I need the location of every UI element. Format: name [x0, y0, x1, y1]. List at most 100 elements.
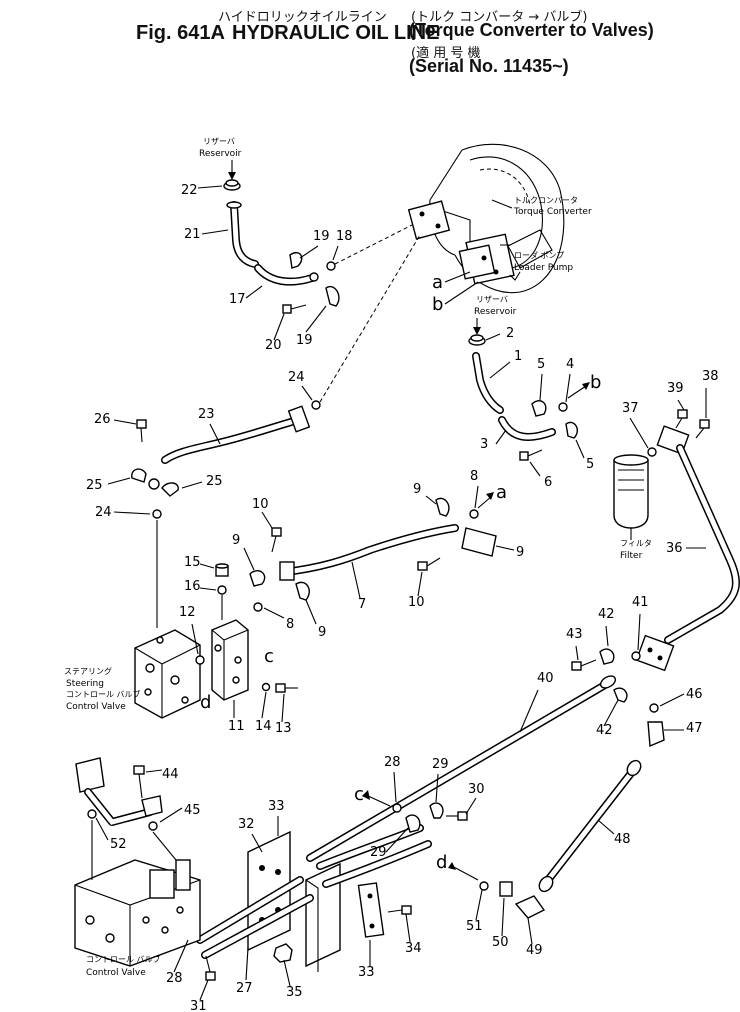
oring-24-upper	[311, 400, 321, 410]
torque-converter-label-en: Torque Converter	[513, 207, 592, 217]
part-callout-44: 44	[162, 767, 179, 782]
part-callout-29: 29	[370, 845, 387, 860]
route-jp: (トルク コンバータ → バルブ)	[411, 10, 588, 25]
leader-line-28-61	[173, 939, 189, 973]
pipe-23	[161, 405, 311, 464]
connection-a-top: a	[432, 272, 443, 293]
clamp-42-lower	[613, 687, 628, 703]
oring-46	[649, 703, 659, 713]
leader-line-35-63	[283, 959, 291, 987]
leader-line-16-28	[199, 587, 217, 591]
part-callout-42: 42	[598, 607, 615, 622]
leader-line-10-26	[417, 571, 423, 597]
part-callout-20: 20	[265, 338, 282, 353]
part-callout-51: 51	[466, 919, 483, 934]
leader-line-23-15	[209, 423, 221, 445]
leader-line-43-39	[575, 645, 579, 661]
leader-line-19-2	[299, 245, 319, 259]
leader-line-50-57	[501, 897, 505, 937]
leader-line-5-9	[539, 373, 543, 401]
steering-control-label-en: Control Valve	[66, 702, 126, 712]
pipe-36	[664, 444, 740, 644]
elbow-47	[647, 721, 665, 748]
leader-line-45-54	[159, 807, 183, 823]
leader-line-12-29	[191, 623, 199, 655]
leader-line-29-50	[385, 827, 409, 853]
part-callout-6: 6	[544, 475, 552, 490]
leader-line-41-41	[637, 613, 641, 651]
connection-d-right: d	[436, 852, 447, 873]
part-callout-29: 29	[432, 757, 449, 772]
leader-line-9-22	[425, 495, 437, 505]
serial-jp: (適 用 号 機	[411, 46, 481, 61]
part-callout-39: 39	[667, 381, 684, 396]
clamp-29-b	[405, 814, 421, 833]
part-callout-25: 25	[86, 478, 103, 493]
control-valve-label-en: Control Valve	[86, 968, 146, 978]
leader-line-22-0	[197, 185, 223, 189]
part-callout-9: 9	[413, 482, 421, 497]
elbow-49	[514, 895, 546, 919]
loader-pump-label-jp: ローダ ポンプ	[514, 250, 564, 260]
route-en: (Torque Converter to Valves)	[409, 20, 654, 40]
clamp-9-left	[249, 570, 266, 587]
oring-41	[631, 651, 641, 661]
part-callout-33: 33	[268, 799, 285, 814]
figure-number: Fig. 641A	[136, 22, 225, 44]
loader-pump-label-en: Loader Pump	[514, 263, 573, 273]
reservoir-label-jp-right: リザーバ	[476, 295, 508, 304]
bolt-31	[205, 955, 216, 981]
leader-line-51-56	[475, 889, 483, 921]
part-callout-5: 5	[537, 357, 545, 372]
leader-line-17-4	[245, 285, 263, 299]
leader-line-15-27	[199, 563, 215, 569]
bolt-44	[133, 765, 145, 799]
part-callout-43: 43	[566, 627, 583, 642]
hose-21	[226, 201, 259, 268]
serial-en: (Serial No. 11435~)	[409, 56, 569, 76]
reservoir-label-en-right: Reservoir	[474, 307, 517, 317]
part-callout-8: 8	[286, 617, 294, 632]
clamp-19-lower	[325, 285, 340, 307]
leader-line-29-48	[435, 773, 439, 803]
bolt-34	[387, 905, 412, 915]
part-callout-36: 36	[666, 541, 683, 556]
leader-line-31-64	[199, 979, 209, 1001]
part-callout-13: 13	[275, 721, 292, 736]
pipe-27	[196, 876, 314, 959]
clamp-29-a	[429, 802, 444, 819]
part-callout-21: 21	[184, 227, 201, 242]
leader-line-8-23	[474, 485, 479, 509]
block-11	[211, 619, 249, 701]
leader-line-13-34	[281, 693, 285, 723]
oring-8-upper	[469, 509, 479, 519]
part-callout-26: 26	[94, 412, 111, 427]
leader-line-8-30	[263, 607, 285, 619]
leader-line-20-5	[273, 313, 285, 341]
reservoir-fitting-2	[468, 334, 486, 346]
part-callout-10: 10	[408, 595, 425, 610]
clamp-42-upper	[599, 648, 615, 665]
bolt-26	[136, 419, 147, 443]
leader-line-49-58	[527, 917, 533, 945]
part-callout-7: 7	[358, 597, 366, 612]
leader-line-24-19	[113, 511, 151, 515]
reservoir-label-jp-left: リザーバ	[203, 137, 235, 146]
filter-label-en: Filter	[620, 551, 643, 561]
part-callout-41: 41	[632, 595, 649, 610]
leader-line-9-31	[305, 599, 317, 625]
leader-line-19-6	[305, 305, 327, 333]
leader-line-46-44	[659, 693, 685, 707]
leader-line-1-7	[489, 361, 511, 379]
leader-line-52-55	[95, 817, 109, 841]
part-callout-4: 4	[566, 357, 574, 372]
oring-28-upper	[392, 803, 402, 813]
hose-1	[472, 352, 504, 414]
leader-line-25-18	[181, 481, 203, 489]
washer-14	[261, 682, 271, 692]
steering-control-label-jp: コントロール バルブ	[66, 689, 141, 699]
mounting-plate-32	[247, 830, 291, 952]
pipe-17	[254, 264, 319, 286]
part-callout-46: 46	[686, 687, 703, 702]
